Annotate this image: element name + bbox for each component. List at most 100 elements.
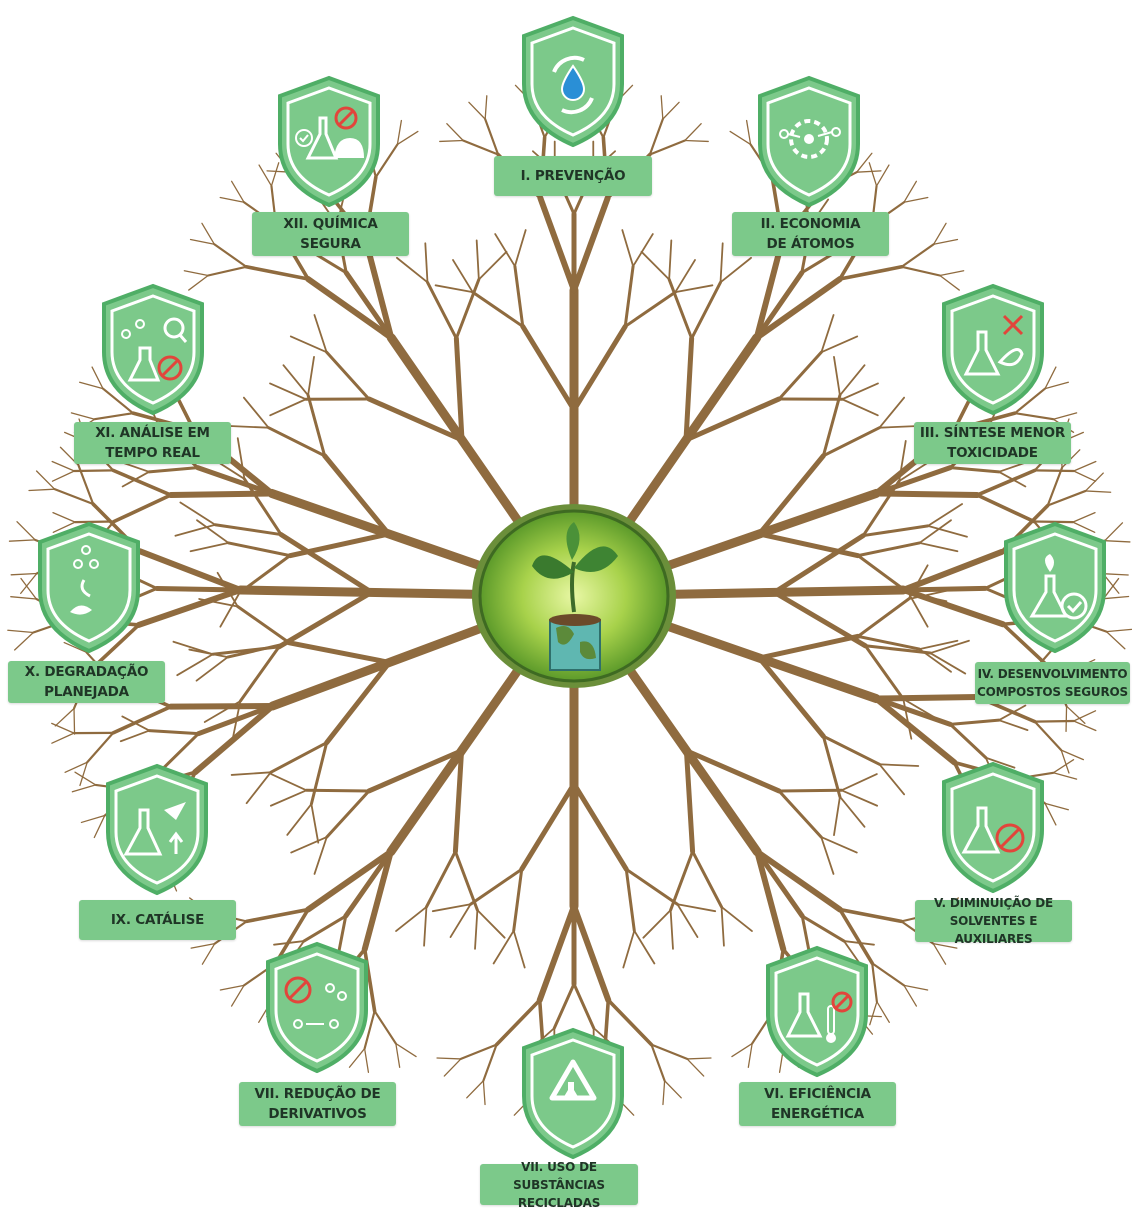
flask-no-solvent-icon [938,760,1048,895]
branch [625,292,675,326]
branch [626,869,677,904]
branch [477,910,504,938]
branch [876,699,954,763]
branch [823,736,840,796]
label-p7-line1: VII. USO DE [480,1158,638,1176]
label-p1-line1: I. PREVENÇÃO [494,166,652,186]
branch [748,1044,752,1068]
branch [74,708,75,734]
branch [447,124,463,141]
branch [273,627,485,706]
branch [574,198,608,290]
branch [623,931,634,968]
branch [919,543,957,551]
branch [308,395,325,455]
branch [693,851,722,906]
branch [375,1011,396,1043]
branch [842,790,878,805]
branch [904,181,916,202]
branch [823,736,879,764]
branch [71,413,94,419]
molecule-no-derivative-icon [262,940,372,1075]
branch [779,791,821,837]
label-p12-line1: XII. QUÍMICA [252,214,409,234]
label-p10: X. DEGRADAÇÃO PLANEJADA [8,661,165,703]
branch [1053,773,1076,779]
branch [397,258,428,282]
branch [626,869,634,930]
branch [879,426,918,428]
branch [872,963,904,985]
branch [11,573,37,574]
shield-p1 [518,14,628,149]
branch [471,869,522,904]
branch [149,731,198,734]
branch [246,267,308,279]
shield-p7 [518,1026,628,1161]
label-p11: XI. ANÁLISE EM TEMPO REAL [74,422,231,464]
label-p8-line1: VII. REDUÇÃO DE [239,1084,396,1104]
branch [271,743,327,773]
branch [52,723,74,733]
branch [840,910,901,922]
label-p4-line1: IV. DESENVOLVIMENTO [975,665,1130,683]
branch [574,984,594,1028]
branch [308,357,314,395]
branch [171,706,273,707]
branch [479,252,507,280]
branch [327,352,369,399]
branch [327,791,369,837]
branch [686,338,692,440]
branch [171,493,272,495]
branch [732,1044,752,1057]
branch [173,642,212,655]
branch [451,904,471,937]
branch [842,399,878,415]
branch [279,592,372,646]
branch [74,470,113,471]
branch [876,697,977,699]
branch [642,252,670,280]
branch [214,244,246,267]
branch [940,271,964,276]
branch [759,636,858,658]
branch [514,869,522,930]
branch [291,837,327,852]
branch [687,1058,711,1059]
branch [52,733,74,743]
branch [215,525,281,535]
label-p8-line2: DERIVATIVOS [239,1104,396,1124]
label-p7: VII. USO DE SUBSTÂNCIAS RECICLADAS [480,1164,638,1205]
branch [149,468,198,472]
branch [453,260,473,292]
branch [574,784,626,869]
branch [1035,722,1061,751]
branch [663,102,679,119]
branch [919,649,951,672]
branch [515,266,523,326]
branch [121,731,150,742]
branch [675,285,712,292]
branch [1045,382,1068,388]
branch [397,131,417,144]
branch [456,338,462,440]
branch [396,1044,416,1057]
branch [291,336,327,352]
molecule-degradation-icon [34,520,144,655]
label-p3-line2: TOXICIDADE [914,443,1071,463]
branch [840,797,865,827]
branch [872,963,877,1002]
shield-p11 [98,282,208,417]
label-p10-line2: PLANEJADA [8,682,165,702]
shield-p10 [34,520,144,655]
branch [467,1081,484,1098]
label-p6-line2: ENERGÉTICA [739,1104,896,1124]
branch [220,985,244,990]
branch [865,646,903,699]
label-p6-line1: VI. EFICIÊNCIA [739,1084,896,1104]
flask-helmet-icon [274,74,384,209]
branch [1045,803,1068,809]
branch [677,904,697,937]
branch [8,630,34,632]
label-p12-line2: SEGURA [252,234,409,254]
